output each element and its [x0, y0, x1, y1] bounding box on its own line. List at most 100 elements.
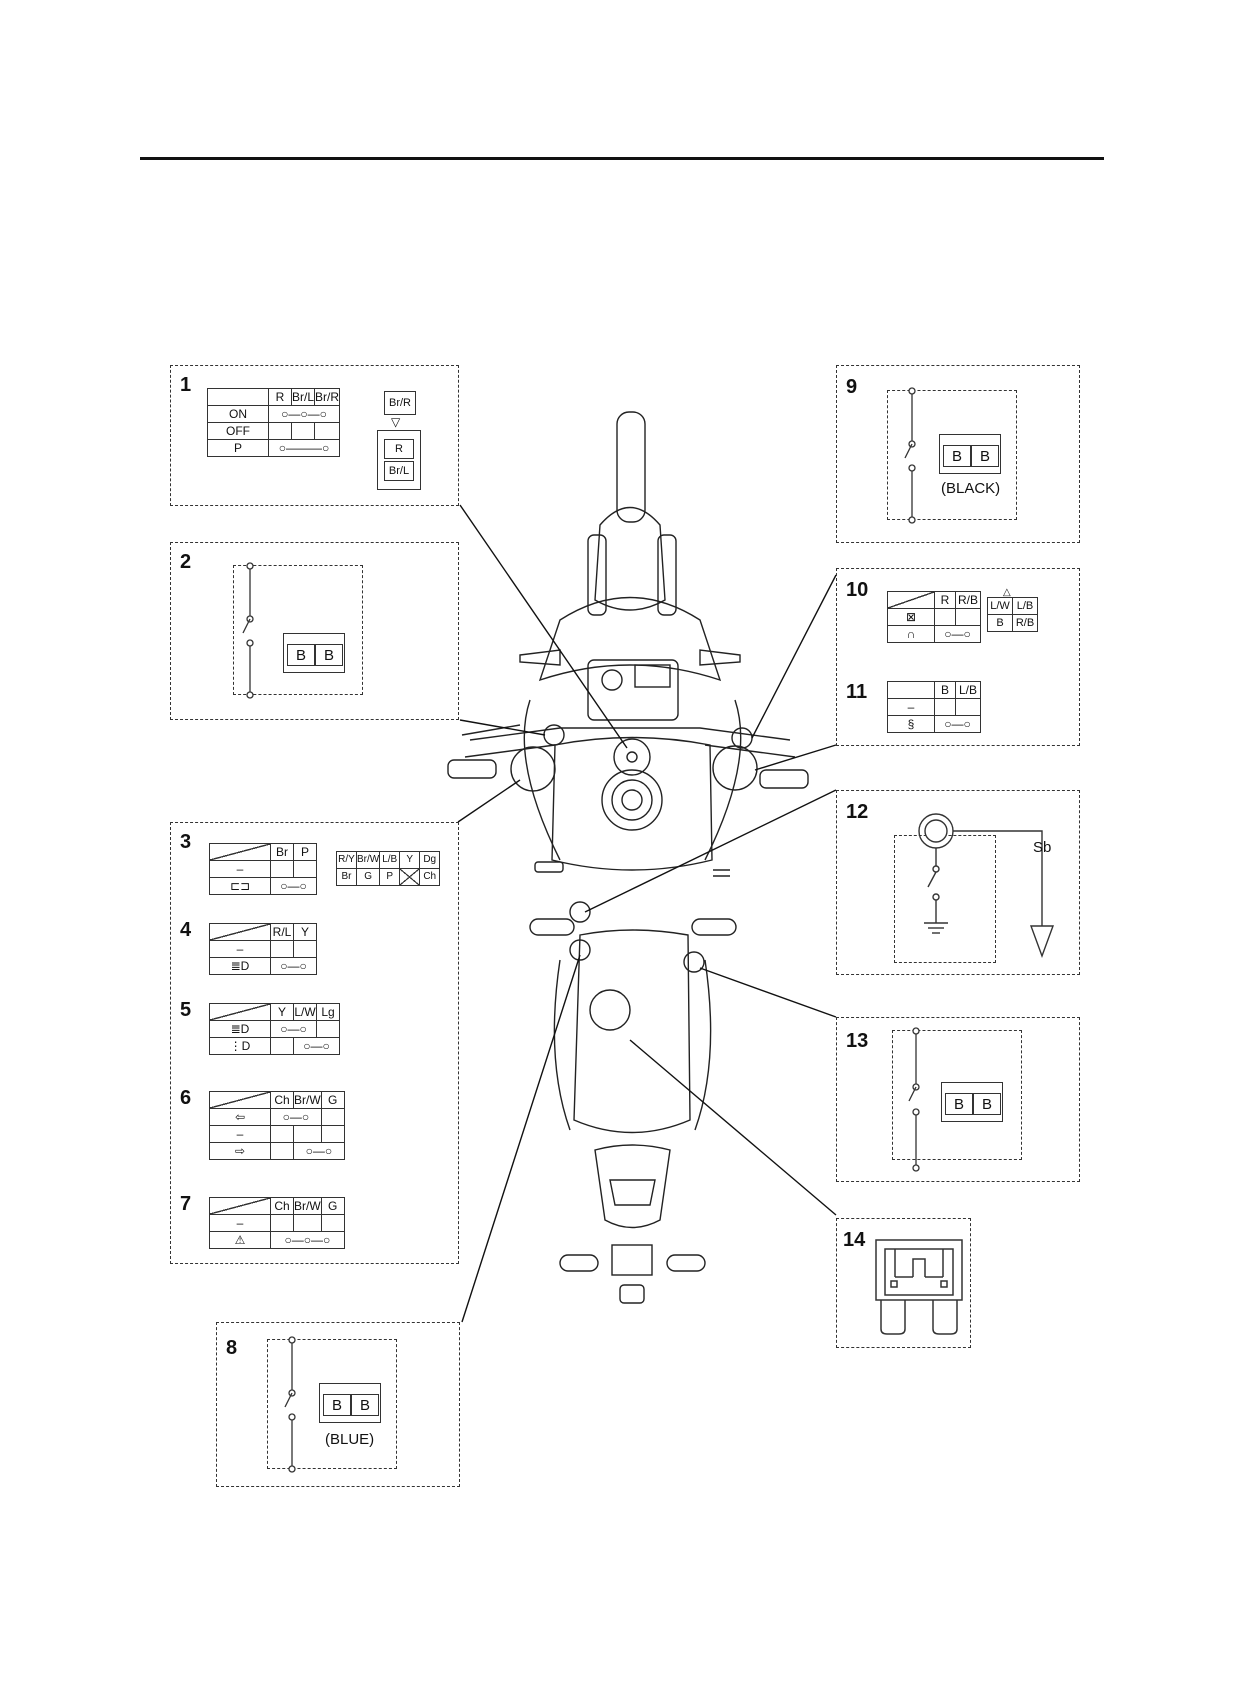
continuity-symbol: ○—○ [934, 625, 981, 643]
pin: B [987, 614, 1013, 632]
pin: P [379, 868, 401, 886]
hazard-switch-table: Ch Br/W G – ⚠○—○—○ [209, 1197, 345, 1249]
start-engine-stop-table: R R/B ⊠ ∩○—○ [887, 591, 981, 643]
connector-color-label: (BLUE) [325, 1431, 375, 1448]
header-cell: Ch [270, 1197, 294, 1215]
header-cell: Ch [270, 1091, 294, 1109]
panel-13-switch: 13 B B [836, 1017, 1080, 1182]
pin-b: B [973, 1093, 1001, 1115]
panel-9-switch-black: 9 B B (BLACK) [836, 365, 1080, 543]
switch-continuity-table: R Br/L Br/R ON ○—○—○ OFF P ○———○ [207, 388, 341, 457]
switch-inner-box [887, 390, 1017, 520]
pin: R/B [1012, 614, 1038, 632]
continuity-symbol: ○———○ [267, 439, 341, 457]
continuity-symbol: ○—○—○ [267, 405, 341, 423]
callout-number-13: 13 [846, 1030, 869, 1052]
callout-number-1: 1 [180, 374, 192, 396]
low-beam-icon: ⋮D [209, 1037, 271, 1055]
panel-12-indicator: 12 Sb [836, 790, 1080, 975]
switch-symbol-icon [242, 562, 254, 699]
callout-number-14: 14 [843, 1229, 866, 1251]
panel-3-7-handlebar-switches: 3 Br P – ⊏⊐○—○ R/Y Br/W L/B Y Dg Br G P … [170, 822, 459, 1264]
callout-number-3: 3 [180, 831, 192, 853]
callout-number-4: 4 [180, 919, 192, 941]
switch-symbol-icon [904, 387, 916, 524]
panel-10-11-switches: 10 R R/B ⊠ ∩○—○ △ L/W L/B B R/B 11 B L/B… [836, 568, 1080, 746]
pin-br-l: Br/L [384, 461, 414, 481]
horn-switch-table: Br P – ⊏⊐○—○ [209, 843, 317, 895]
start-switch-table: B L/B – §○—○ [887, 681, 981, 733]
blade-fuse-icon [875, 1239, 963, 1335]
switch-symbol-icon [908, 1027, 920, 1172]
connector-top: Br/R [384, 391, 416, 415]
connector-color-label: (BLACK) [941, 480, 1001, 497]
high-beam-icon: ≣D [209, 1020, 271, 1038]
callout-number-5: 5 [180, 999, 192, 1021]
continuity-symbol: ○—○ [293, 1037, 340, 1055]
dimmer-switch-table: R/L Y – ≣D○—○ [209, 923, 317, 975]
panel-1-main-switch: 1 R Br/L Br/R ON ○—○—○ OFF P ○———○ Br/R … [170, 365, 459, 506]
switch-inner-box [892, 1030, 1022, 1160]
connector-b-b: B B [941, 1082, 1003, 1122]
pin-b: B [971, 445, 999, 467]
header-cell: L/W [293, 1003, 317, 1021]
continuity-symbol: ○—○ [270, 957, 317, 975]
row-label-off: OFF [207, 422, 269, 440]
panel-8-switch-blue: 8 B B (BLUE) [216, 1322, 460, 1487]
header-cell: G [320, 1197, 345, 1215]
indicator-circuit-icon [918, 813, 1055, 959]
arrow-up-icon: △ [1003, 587, 1011, 598]
handlebar-connector: R/Y Br/W L/B Y Dg Br G P Ch [336, 851, 441, 886]
pin-r: R [384, 439, 414, 459]
header-cell: Y [293, 923, 317, 941]
header-cell: R/L [270, 923, 294, 941]
header-cell: R/B [955, 591, 981, 609]
header-cell: Lg [316, 1003, 340, 1021]
callout-number-9: 9 [846, 376, 858, 398]
connector-bottom: R Br/L [377, 430, 421, 490]
connector-b-b: B B [939, 434, 1001, 474]
pin-b: B [945, 1093, 973, 1115]
header-cell: Br/L [290, 388, 316, 406]
header-cell: R [268, 388, 292, 406]
header-rule [140, 157, 1104, 160]
pin-b: B [943, 445, 971, 467]
right-switch-connector: L/W L/B B R/B [987, 597, 1038, 632]
continuity-symbol: ○—○ [293, 1142, 345, 1160]
connector-b-b: B B [319, 1383, 381, 1423]
callout-number-6: 6 [180, 1087, 192, 1109]
start-icon: § [887, 715, 935, 733]
continuity-symbol: ○—○ [270, 1020, 317, 1038]
wire-label: Sb [1033, 839, 1052, 856]
continuity-symbol: ○—○ [270, 877, 317, 895]
header-cell: G [320, 1091, 345, 1109]
connector-b-b: B B [283, 633, 345, 673]
pin-b: B [351, 1394, 379, 1416]
engine-stop-icon: ⊠ [887, 608, 935, 626]
panel-14-fuse: 14 [836, 1218, 971, 1348]
turn-signal-switch-table: Ch Br/W G ⇦○—○ – ⇨○—○ [209, 1091, 345, 1160]
run-icon: ∩ [887, 625, 935, 643]
switch-inner-box [233, 565, 363, 695]
pin: Dg [419, 851, 441, 869]
header-cell: Br/W [293, 1197, 322, 1215]
callout-number-12: 12 [846, 801, 869, 823]
continuity-symbol: ○—○ [270, 1108, 322, 1126]
beam-switch-table: Y L/W Lg ≣D○—○ ⋮D○—○ [209, 1003, 340, 1055]
pin: Br/W [355, 851, 381, 869]
continuity-symbol: ○—○ [934, 715, 981, 733]
pin: L/B [1012, 597, 1038, 615]
left-arrow-icon: ⇦ [209, 1108, 271, 1126]
right-arrow-icon: ⇨ [209, 1142, 271, 1160]
row-label: – [209, 940, 271, 958]
callout-number-8: 8 [226, 1337, 238, 1359]
pin-b: B [315, 644, 343, 666]
row-label: – [209, 860, 271, 878]
switch-symbol-icon [284, 1336, 296, 1473]
row-label-p: P [207, 439, 269, 457]
header-cell: R [934, 591, 956, 609]
callout-number-7: 7 [180, 1193, 192, 1215]
header-cell: P [293, 843, 317, 861]
row-label: – [209, 1125, 271, 1143]
